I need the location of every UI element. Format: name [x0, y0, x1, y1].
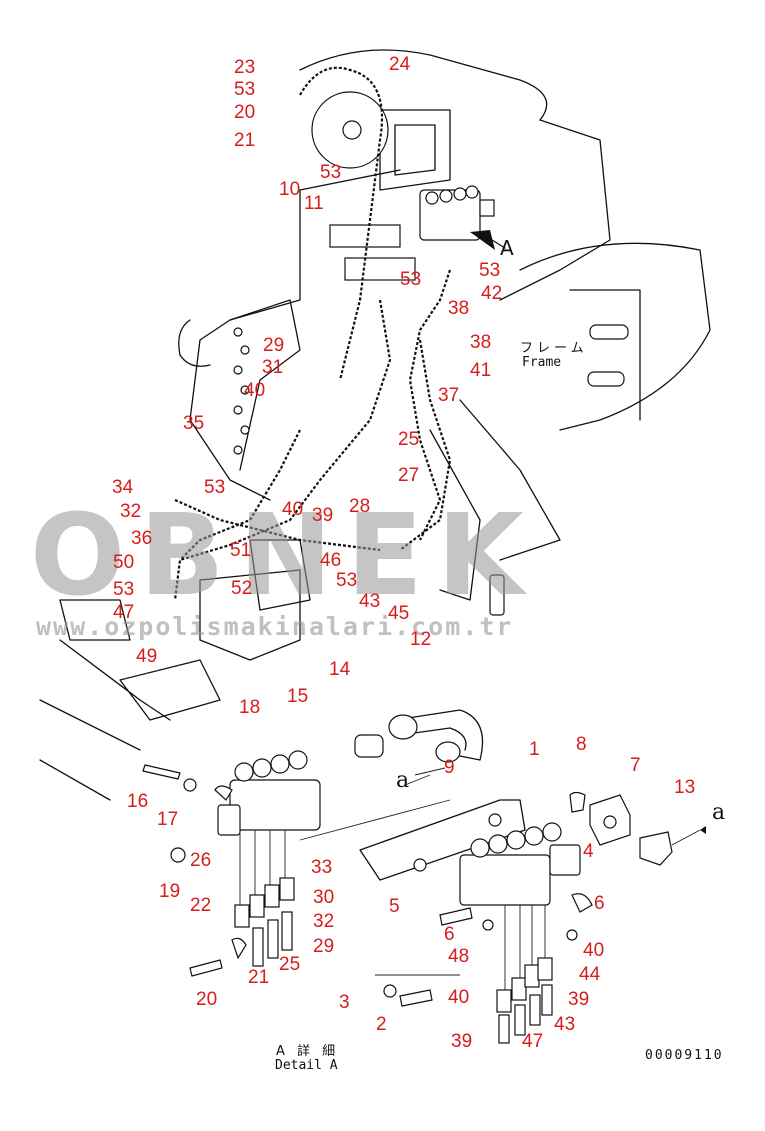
- callout: 40: [282, 499, 304, 520]
- callout: 38: [448, 298, 470, 319]
- detail-label-jp: A 詳 細: [276, 1044, 340, 1059]
- callout: 6: [594, 893, 605, 914]
- watermark-logo: OBNEK: [30, 491, 538, 621]
- section-marker-a-left: a: [396, 768, 410, 793]
- frame-label-jp: フレーム: [520, 341, 588, 356]
- callout: 29: [313, 936, 335, 957]
- callout: 35: [183, 413, 205, 434]
- callout: 43: [359, 591, 381, 612]
- callout: 49: [136, 646, 158, 667]
- callout: 13: [674, 777, 696, 798]
- callout: 8: [576, 734, 587, 755]
- callout: 32: [313, 911, 335, 932]
- callout: 39: [568, 989, 590, 1010]
- callout: 38: [470, 332, 492, 353]
- callout: 17: [157, 809, 179, 830]
- callout: 28: [349, 496, 371, 517]
- callout: 53: [113, 579, 135, 600]
- callout: 41: [470, 360, 492, 381]
- callout: 29: [263, 335, 285, 356]
- callout: 15: [287, 686, 309, 707]
- callout: 16: [127, 791, 149, 812]
- callout: 42: [481, 283, 503, 304]
- callout: 34: [112, 477, 134, 498]
- frame-outline: [39, 49, 711, 801]
- callout: 21: [248, 967, 270, 988]
- hose-routing: [173, 66, 452, 601]
- callout: 10: [279, 179, 301, 200]
- callout: 40: [583, 940, 605, 961]
- callout: 47: [113, 602, 135, 623]
- callout: 48: [448, 946, 470, 967]
- callout: 23: [234, 57, 256, 78]
- watermark-url: www.ozpolismakinalari.com.tr: [36, 612, 514, 641]
- callout: 7: [630, 755, 641, 776]
- callout: 20: [196, 989, 218, 1010]
- callout: 32: [120, 501, 142, 522]
- solenoid-valve-upper: [419, 185, 495, 241]
- callout: 40: [244, 380, 266, 401]
- callout: 36: [131, 528, 153, 549]
- callout: 14: [329, 659, 351, 680]
- callout: 52: [231, 578, 253, 599]
- callout: 2: [376, 1014, 387, 1035]
- callout: 20: [234, 102, 256, 123]
- callout: 21: [234, 130, 256, 151]
- callout: 11: [304, 193, 324, 214]
- callout: 40: [448, 987, 470, 1008]
- callout: 12: [410, 629, 432, 650]
- frame-label-en: Frame: [522, 355, 562, 370]
- callout: 3: [339, 992, 350, 1013]
- view-a-arrow: [470, 230, 506, 250]
- callout: 53: [336, 570, 358, 591]
- drawing-number: 00009110: [645, 1048, 724, 1063]
- callout: 50: [113, 552, 135, 573]
- callout: 19: [159, 881, 181, 902]
- detail-label-en: Detail A: [275, 1058, 338, 1073]
- callout: 39: [312, 505, 334, 526]
- section-marker-a-right: a: [712, 800, 726, 825]
- callout: 46: [320, 550, 342, 571]
- callout: 53: [400, 269, 422, 290]
- callout: 51: [230, 540, 252, 561]
- callout: 1: [529, 739, 540, 760]
- fittings-7-8-13: [404, 774, 706, 866]
- callout: 39: [451, 1031, 473, 1052]
- callout: 5: [389, 896, 400, 917]
- callout: 6: [444, 924, 455, 945]
- callout: 37: [438, 385, 460, 406]
- detail-a-right-valve: [359, 799, 593, 1044]
- callout: 26: [190, 850, 212, 871]
- callout: 18: [239, 697, 261, 718]
- callout: 22: [190, 895, 212, 916]
- callout: 4: [583, 841, 594, 862]
- callout: 53: [204, 477, 226, 498]
- callout: 53: [234, 79, 256, 100]
- callout: 53: [320, 162, 342, 183]
- callout: 31: [262, 357, 284, 378]
- callout: 43: [554, 1014, 576, 1035]
- detail-a-valve: [142, 750, 451, 977]
- callout: 25: [279, 954, 301, 975]
- callout: 44: [579, 964, 601, 985]
- callout: 53: [479, 260, 501, 281]
- callout: 27: [398, 465, 420, 486]
- callout: 30: [313, 887, 335, 908]
- hose-assembly-9: [354, 709, 484, 776]
- callout: 33: [311, 857, 333, 878]
- callout: 9: [444, 757, 455, 778]
- callout: 25: [398, 429, 420, 450]
- view-label-a: A: [500, 236, 514, 260]
- callout: 47: [522, 1031, 544, 1052]
- callout: 24: [389, 54, 411, 75]
- callout: 45: [388, 603, 410, 624]
